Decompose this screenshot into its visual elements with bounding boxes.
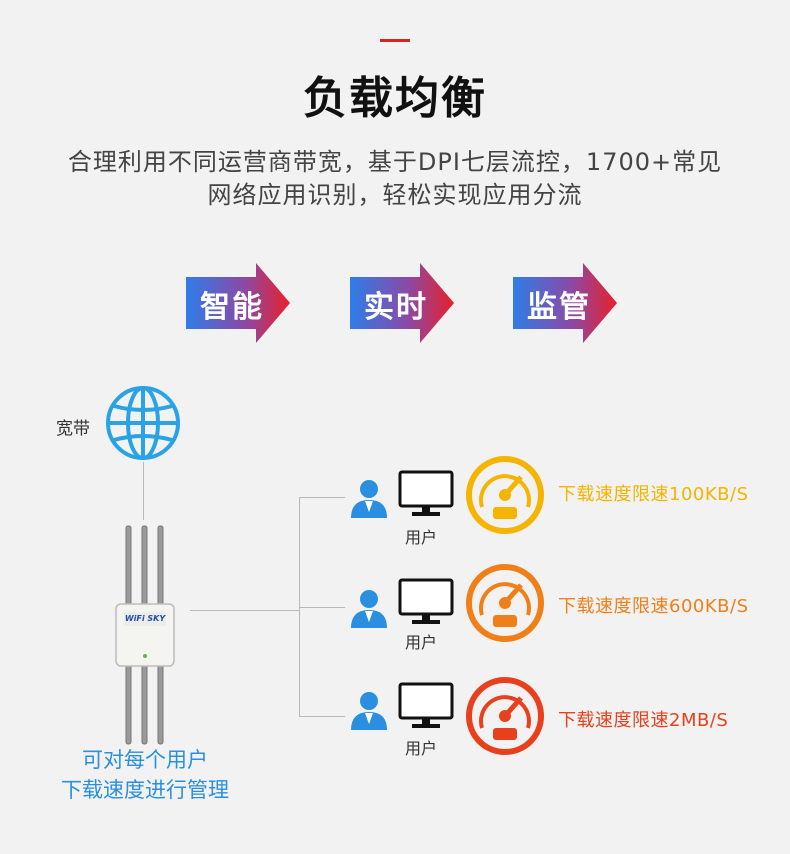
manage-caption: 可对每个用户 下载速度进行管理	[40, 745, 250, 805]
router-line	[190, 610, 300, 611]
arrow-shape	[186, 263, 290, 343]
caption-line-1: 可对每个用户	[82, 748, 208, 772]
page-title: 负载均衡	[303, 73, 487, 124]
branch-line-2	[299, 607, 345, 608]
page-subtitle: 合理利用不同运营商带宽，基于DPI七层流控，1700+常见 网络应用识别，轻松实…	[0, 146, 790, 212]
speed-limit-text: 下载速度限速100KB/S	[558, 484, 749, 505]
subtitle-line-2: 网络应用识别，轻松实现应用分流	[207, 181, 583, 209]
user-label: 用户	[405, 633, 438, 652]
speed-limit-text: 下载速度限速2MB/S	[558, 710, 729, 731]
speedometer-icon	[466, 456, 544, 534]
user-label: 用户	[405, 528, 438, 547]
user-icon	[351, 590, 387, 628]
user-icon	[351, 480, 387, 518]
tag-label: 监管	[527, 290, 591, 325]
speedometer-icon	[466, 564, 544, 642]
monitor-icon	[398, 578, 454, 624]
globe-icon	[106, 386, 180, 460]
arrow-shape	[350, 263, 454, 343]
tag-label: 实时	[364, 290, 428, 325]
title-accent-line	[380, 39, 410, 42]
monitor-icon	[398, 682, 454, 728]
branch-line-3	[299, 716, 345, 717]
branch-line-1	[299, 497, 345, 498]
caption-line-2: 下载速度进行管理	[61, 778, 229, 802]
uplink-line	[143, 462, 144, 520]
tag-realtime: 实时	[350, 263, 456, 343]
monitor-icon	[398, 470, 454, 516]
router-image	[115, 525, 175, 745]
user-icon	[351, 692, 387, 730]
subtitle-line-1: 合理利用不同运营商带宽，基于DPI七层流控，1700+常见	[67, 148, 723, 176]
tag-smart: 智能	[186, 263, 292, 343]
speed-limit-text: 下载速度限速600KB/S	[558, 596, 749, 617]
router-brand: WiFi SKY	[124, 614, 166, 623]
speedometer-icon	[466, 677, 544, 755]
arrow-shape	[513, 263, 617, 343]
broadband-label: 宽带	[56, 419, 90, 439]
user-label: 用户	[405, 739, 438, 758]
tag-monitor: 监管	[513, 263, 619, 343]
tag-label: 智能	[200, 290, 264, 325]
